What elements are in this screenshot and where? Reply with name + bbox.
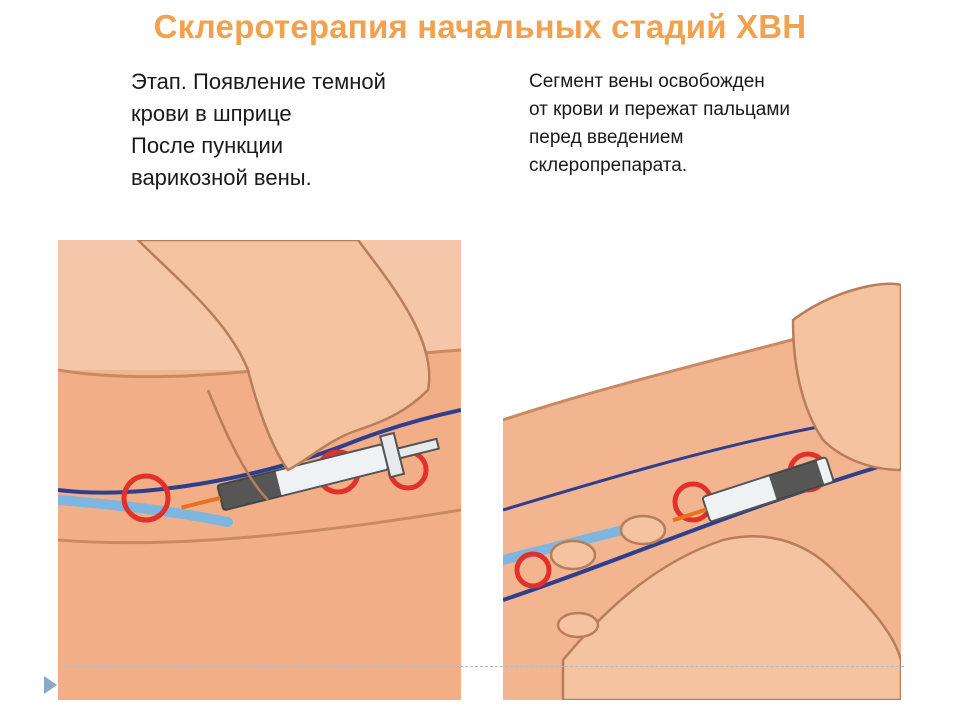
slide-title: Склеротерапия начальных стадий ХВН [153, 8, 807, 45]
right-caption: Сегмент вены освобожден от крови и переж… [529, 71, 791, 176]
footer-divider [64, 666, 904, 667]
nav-arrow-icon[interactable] [44, 676, 57, 694]
left-caption: Этап. Появление темной крови в шприце По… [131, 69, 386, 190]
puncture-illustration [58, 240, 461, 700]
compression-illustration [503, 240, 901, 700]
